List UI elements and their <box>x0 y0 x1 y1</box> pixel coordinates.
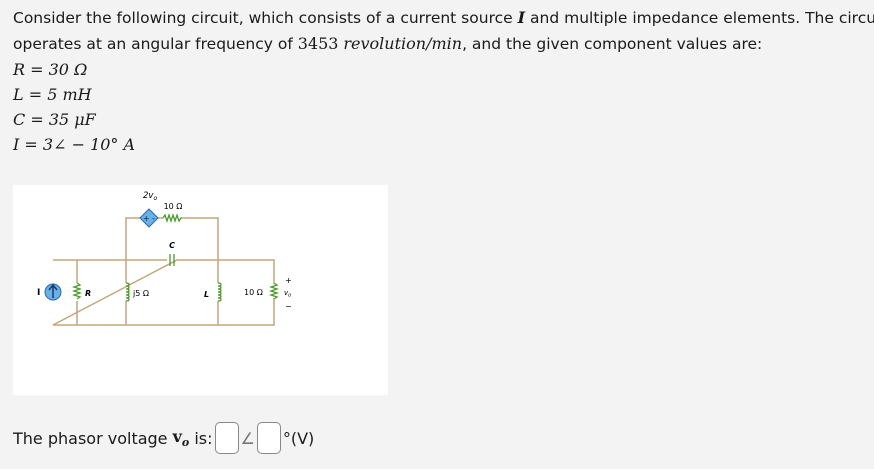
problem-line-1: Consider the following circuit, which co… <box>13 8 874 27</box>
resistor-r <box>71 282 83 300</box>
inductor1-label: j5 Ω <box>132 289 149 298</box>
magnitude-input[interactable] <box>214 422 239 454</box>
answer-row: The phasor voltage vo is: ∠ °(V) <box>13 422 314 454</box>
arrow-up-icon <box>48 283 58 298</box>
inductor-l <box>217 282 222 302</box>
var-i: I <box>517 8 526 27</box>
right-resistor-label: 10 Ω <box>244 288 263 297</box>
dependent-source <box>139 208 159 228</box>
text: Consider the following circuit, which co… <box>13 9 518 27</box>
text: operates at an angular frequency of <box>13 35 298 53</box>
minus-label: − <box>285 302 292 311</box>
current-source <box>44 283 62 301</box>
value-c: C = 35 μF <box>13 110 96 129</box>
resistor-10-top <box>162 212 182 224</box>
inductor2-label: L <box>204 290 209 299</box>
resistor-label: R <box>85 289 91 298</box>
top-resistor-label: 10 Ω <box>164 202 183 211</box>
inductor-j5 <box>125 282 130 302</box>
plus-label: + <box>285 276 292 285</box>
value-i: I = 3∠ − 10° A <box>13 135 136 154</box>
answer-suffix: is: <box>189 428 213 448</box>
capacitor <box>169 254 175 266</box>
frequency-value: 3453 <box>297 34 339 53</box>
frequency-unit: revolution/min <box>343 34 463 53</box>
text: , and the given component values are: <box>462 35 763 53</box>
value-l: L = 5 mH <box>13 85 92 104</box>
dep-source-label: 2vo <box>143 191 157 202</box>
dep-source-signs: + - <box>143 214 155 223</box>
circuit-diagram: + - 2vo 10 Ω C I R j5 Ω L 10 Ω + vo − <box>13 185 388 395</box>
source-label: I <box>37 288 40 298</box>
capacitor-label: C <box>169 241 175 250</box>
text: and multiple impedance elements. The cir… <box>525 9 874 27</box>
angle-symbol: ∠ <box>240 428 255 448</box>
problem-line-2: operates at an angular frequency of 3453… <box>13 34 762 53</box>
vo-label: vo <box>284 289 291 299</box>
value-r: R = 30 Ω <box>13 60 88 79</box>
answer-prompt: The phasor voltage <box>13 428 173 448</box>
wires <box>52 217 275 326</box>
angle-input[interactable] <box>256 422 281 454</box>
unit-label: °(V) <box>282 428 315 448</box>
answer-var: vo <box>172 426 190 450</box>
